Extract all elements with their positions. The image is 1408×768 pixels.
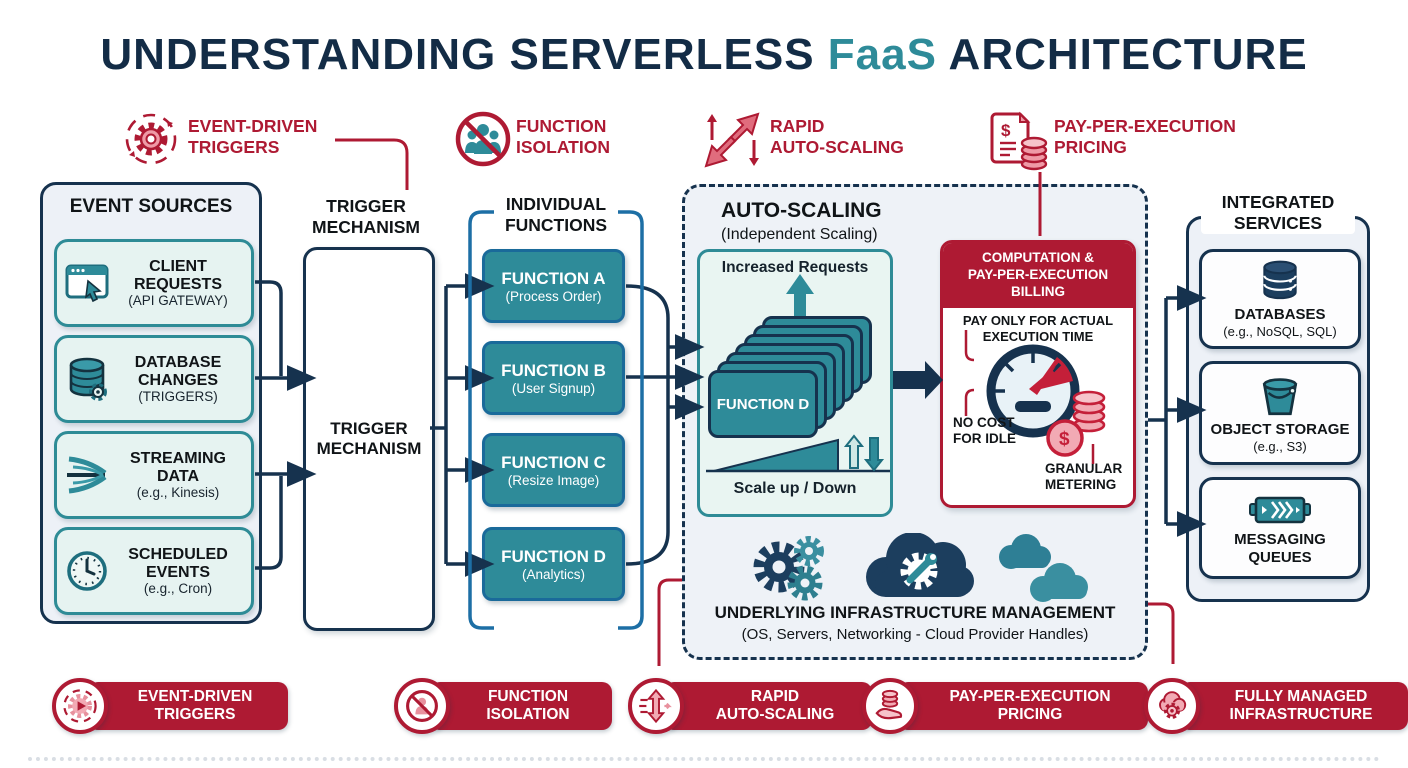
hand-coins-icon <box>862 678 918 734</box>
title-accent: FaaS <box>827 30 937 79</box>
database-icon <box>1263 260 1297 300</box>
feature-label-pricing: PAY-PER-EXECUTION PRICING <box>1054 116 1236 157</box>
page-title: UNDERSTANDING SERVERLESS FaaS ARCHITECTU… <box>0 30 1408 80</box>
badge-label: FUNCTION ISOLATION <box>430 682 612 730</box>
functions-heading: INDIVIDUAL FUNCTIONS <box>504 194 608 235</box>
scale-ramp-icon <box>706 434 890 473</box>
cloud-gear-icon <box>1144 678 1200 734</box>
billing-metering-label: GRANULAR METERING <box>1045 461 1123 493</box>
trigger-mechanism-box: TRIGGER MECHANISM <box>303 247 435 631</box>
badge-pay-per-execution: PAY-PER-EXECUTION PRICING <box>862 678 1148 734</box>
billing-no-cost-label: NO COST FOR IDLE <box>953 415 1016 447</box>
gear-play-icon <box>52 678 108 734</box>
service-object-storage-card: OBJECT STORAGE (e.g., S3) <box>1199 361 1361 465</box>
bucket-icon <box>1262 378 1298 415</box>
updown-arrow-icon <box>628 678 684 734</box>
svg-text:$: $ <box>1059 429 1070 450</box>
badge-label: FULLY MANAGED INFRASTRUCTURE <box>1180 682 1408 730</box>
source-title: DATABASE CHANGES <box>134 353 222 389</box>
gauge-coins-icon: $ <box>986 344 1106 457</box>
trigger-heading: TRIGGER MECHANISM <box>312 196 420 237</box>
scale-updown-label: Scale up / Down <box>733 480 857 497</box>
source-title: CLIENT REQUESTS <box>133 257 222 293</box>
scaling-arrows-icon <box>704 112 760 168</box>
event-sources-panel: EVENT SOURCES CLIENT REQUESTS(API GATEWA… <box>40 182 262 624</box>
service-title: OBJECT STORAGE <box>1210 420 1350 438</box>
autoscaling-subtitle: (Independent Scaling) <box>721 226 878 243</box>
feature-label-isolation: FUNCTION ISOLATION <box>516 116 610 157</box>
service-title: DATABASES <box>1234 305 1326 323</box>
clock-icon <box>67 551 107 591</box>
event-source-streaming-data: STREAMING DATA(e.g., Kinesis) <box>54 431 254 519</box>
event-sources-title: EVENT SOURCES <box>69 196 233 217</box>
function-b-box: FUNCTION B(User Signup) <box>482 341 625 415</box>
gears-icon <box>753 536 824 601</box>
source-subtitle: (e.g., Kinesis) <box>136 485 220 501</box>
billing-pay-only-label: PAY ONLY FOR ACTUAL EXECUTION TIME <box>962 312 1114 344</box>
service-subtitle: (e.g., S3) <box>1253 439 1307 455</box>
badge-label: PAY-PER-EXECUTION PRICING <box>898 682 1148 730</box>
event-trigger-cycle-icon <box>125 113 177 165</box>
function-isolation-icon <box>455 111 511 167</box>
bottom-divider <box>28 757 1380 761</box>
database-gear-icon <box>69 357 107 401</box>
billing-header: COMPUTATION & PAY-PER-EXECUTION BILLING <box>943 243 1133 308</box>
feature-label-autoscaling: RAPID AUTO-SCALING <box>770 116 904 157</box>
event-source-database-changes: DATABASE CHANGES(TRIGGERS) <box>54 335 254 423</box>
billing-card: COMPUTATION & PAY-PER-EXECUTION BILLING … <box>940 240 1136 508</box>
source-subtitle: (TRIGGERS) <box>138 389 218 405</box>
person-no-icon <box>394 678 450 734</box>
badge-function-isolation: FUNCTION ISOLATION <box>394 678 612 734</box>
invoice-coins-icon: $ <box>990 111 1048 171</box>
clouds-icon <box>999 534 1088 602</box>
autoscaling-title: AUTO-SCALING <box>721 199 882 222</box>
badge-event-driven-triggers: EVENT-DRIVEN TRIGGERS <box>52 678 288 734</box>
service-messaging-queues-card: MESSAGING QUEUES <box>1199 477 1361 579</box>
stream-icon <box>67 456 107 494</box>
increased-requests-label: Increased Requests <box>721 259 869 276</box>
function-c-box: FUNCTION C(Resize Image) <box>482 433 625 507</box>
source-title: STREAMING DATA <box>130 449 226 485</box>
function-d-box: FUNCTION D(Analytics) <box>482 527 625 601</box>
browser-cursor-icon <box>65 264 109 303</box>
infrastructure-subtitle: (OS, Servers, Networking - Cloud Provide… <box>741 626 1089 643</box>
function-d-instance-card: FUNCTION D <box>708 370 818 438</box>
svg-text:$: $ <box>1001 121 1011 140</box>
title-part2: ARCHITECTURE <box>936 30 1308 79</box>
source-subtitle: (API GATEWAY) <box>128 293 228 309</box>
badge-label: EVENT-DRIVEN TRIGGERS <box>88 682 288 730</box>
infrastructure-icons <box>753 533 1088 602</box>
scale-up-arrow-icon <box>786 274 814 318</box>
service-subtitle: (e.g., NoSQL, SQL) <box>1223 324 1337 340</box>
infrastructure-title: UNDERLYING INFRASTRUCTURE MANAGEMENT <box>714 603 1116 622</box>
badge-rapid-auto-scaling: RAPID AUTO-SCALING <box>628 678 872 734</box>
badge-label: RAPID AUTO-SCALING <box>664 682 872 730</box>
queue-icon <box>1249 496 1311 524</box>
source-subtitle: (e.g., Cron) <box>143 581 213 597</box>
cloud-wrench-icon <box>866 533 974 597</box>
event-source-client-requests: CLIENT REQUESTS(API GATEWAY) <box>54 239 254 327</box>
service-databases-card: DATABASES (e.g., NoSQL, SQL) <box>1199 249 1361 349</box>
services-heading: INTEGRATED SERVICES <box>1201 192 1355 234</box>
feature-label-event-driven: EVENT-DRIVEN TRIGGERS <box>188 116 318 157</box>
scaling-card: Increased Requests FUNCTION D Scale up /… <box>697 249 893 517</box>
function-a-box: FUNCTION A(Process Order) <box>482 249 625 323</box>
title-part1: UNDERSTANDING SERVERLESS <box>100 30 828 79</box>
source-title: SCHEDULED EVENTS <box>128 545 228 581</box>
badge-fully-managed: FULLY MANAGED INFRASTRUCTURE <box>1144 678 1408 734</box>
integrated-services-panel: DATABASES (e.g., NoSQL, SQL) OBJECT STOR… <box>1186 216 1370 602</box>
service-title: MESSAGING QUEUES <box>1234 531 1326 566</box>
event-source-scheduled-events: SCHEDULED EVENTS(e.g., Cron) <box>54 527 254 615</box>
